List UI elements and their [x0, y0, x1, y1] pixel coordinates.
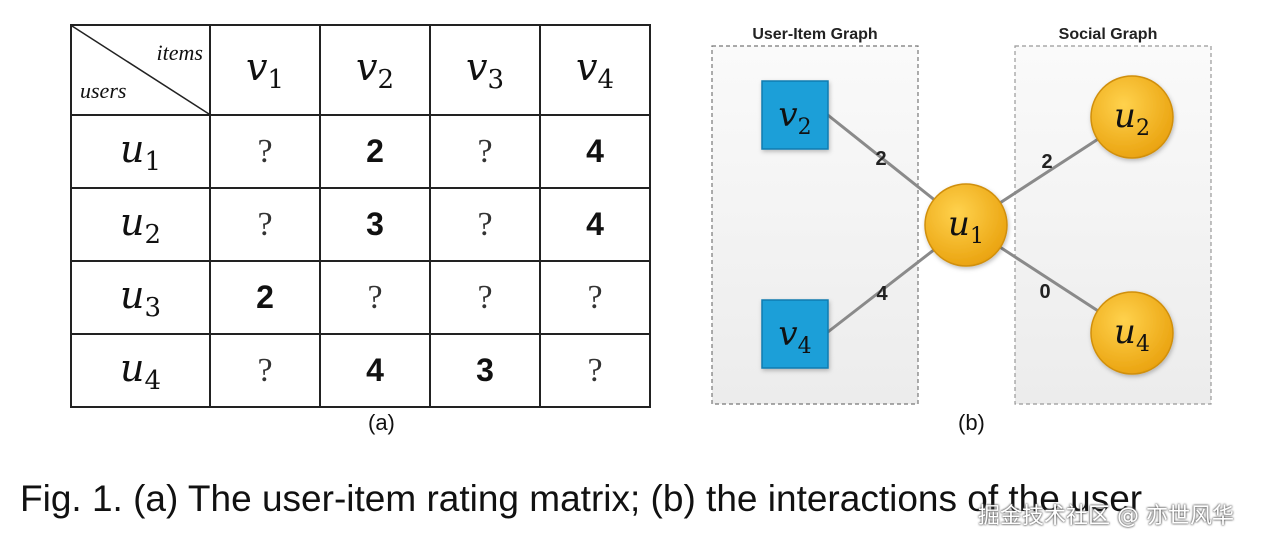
user-node-u4-label: u4: [1114, 312, 1150, 357]
figure-caption: Fig. 1. (a) The user-item rating matrix;…: [20, 478, 1143, 519]
rating-cell: 2: [209, 260, 321, 335]
rating-cell: 3: [319, 187, 431, 262]
edge-weight-label: 2: [1041, 151, 1052, 173]
rating-cell: 2: [319, 114, 431, 189]
matrix-corner-cell: items users: [70, 24, 211, 116]
user-node-u1-label: u1: [948, 204, 984, 249]
column-header-v1: v1: [209, 24, 321, 116]
corner-users-label: users: [80, 78, 127, 103]
rating-cell: ?: [209, 114, 321, 189]
social-graph-title: Social Graph: [1059, 26, 1158, 43]
corner-diagonal: [72, 26, 209, 114]
edge-weight-label: 0: [1039, 281, 1050, 303]
column-header-v2: v2: [319, 24, 431, 116]
edge-weight-label: 4: [876, 283, 888, 305]
row-header-u3: u3: [70, 260, 211, 335]
row-header-u1: u1: [70, 114, 211, 189]
interaction-graph: User-Item Graph Social Graph 2 4 2 0 v2 …: [711, 26, 1212, 405]
user-node-u4: [1090, 291, 1174, 375]
rating-cell: 4: [539, 114, 651, 189]
watermark: 掘金技术社区 @ 亦世风华: [978, 504, 1234, 529]
column-header-v3: v3: [429, 24, 541, 116]
user-node-u1: [924, 183, 1008, 267]
row-header-u4: u4: [70, 333, 211, 408]
matrix-row-u4: u4 ? 4 3 ?: [70, 333, 651, 408]
rating-cell: ?: [429, 260, 541, 335]
subfigure-caption-a: (a): [368, 410, 395, 435]
rating-cell: 4: [319, 333, 431, 408]
rating-cell: ?: [539, 333, 651, 408]
rating-cell: ?: [429, 114, 541, 189]
corner-items-label: items: [156, 40, 203, 65]
edge-weight-label: 2: [875, 148, 886, 170]
rating-cell: ?: [319, 260, 431, 335]
user-item-graph-title: User-Item Graph: [752, 26, 877, 43]
subfigure-caption-b: (b): [958, 410, 985, 435]
user-node-u2-label: u2: [1114, 96, 1150, 141]
item-node-v2-label: v2: [778, 95, 811, 140]
rating-cell: ?: [539, 260, 651, 335]
rating-cell: ?: [209, 187, 321, 262]
rating-cell: 3: [429, 333, 541, 408]
matrix-row-u3: u3 2 ? ? ?: [70, 260, 651, 335]
matrix-header-row: items users v1 v2 v3 v4: [70, 24, 651, 116]
rating-matrix: items users v1 v2 v3 v4 u1 ? 2 ? 4 u2 ? …: [70, 24, 651, 408]
rating-cell: 4: [539, 187, 651, 262]
rating-cell: ?: [209, 333, 321, 408]
item-node-v2: [761, 80, 829, 150]
item-node-v4-label: v4: [778, 314, 811, 359]
item-node-v4: [761, 299, 829, 369]
user-node-u2: [1090, 75, 1174, 159]
matrix-row-u2: u2 ? 3 ? 4: [70, 187, 651, 262]
column-header-v4: v4: [539, 24, 651, 116]
rating-cell: ?: [429, 187, 541, 262]
row-header-u2: u2: [70, 187, 211, 262]
matrix-row-u1: u1 ? 2 ? 4: [70, 114, 651, 189]
